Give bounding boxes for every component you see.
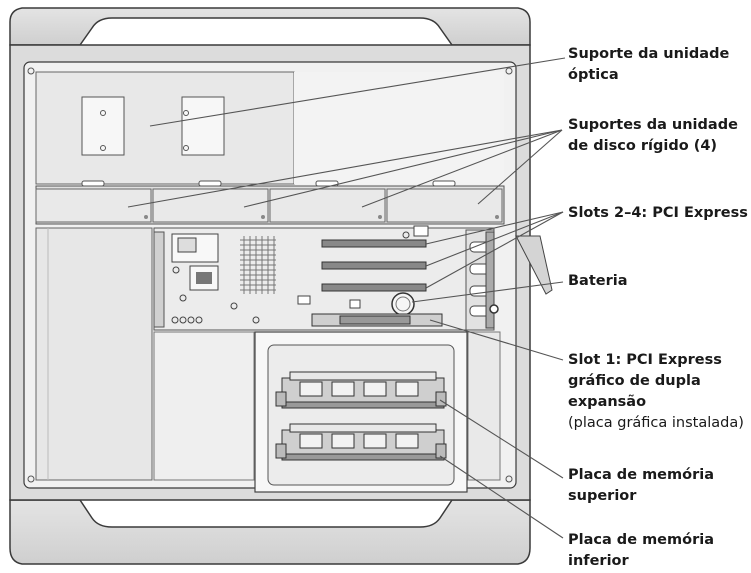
leader-pci-2 — [425, 211, 564, 267]
callout-hd-bays-line2: de disco rígido (4) — [568, 138, 718, 154]
power-supply — [35, 227, 153, 481]
leader-hd-1 — [127, 129, 563, 208]
leader-pci-3 — [425, 211, 564, 289]
memory-cage — [254, 331, 468, 493]
leader-optical — [149, 57, 566, 127]
bottom-feet — [9, 499, 531, 565]
callout-optical-bay: Suporte da unidade óptica — [568, 44, 729, 86]
hard-drive-bays — [35, 180, 505, 225]
leader-slot1 — [429, 319, 564, 361]
leader-upper-mem — [439, 399, 564, 479]
rear-panel — [467, 331, 501, 481]
callout-lower-mem-line2: inferior — [568, 553, 629, 569]
leader-lower-mem — [439, 455, 564, 539]
leader-battery — [411, 281, 564, 303]
pci-brackets — [465, 229, 499, 331]
lower-left-panel — [153, 331, 255, 481]
callout-slot1-note: (placa gráfica instalada) — [568, 415, 744, 431]
callout-hd-bays-line1: Suportes da unidade — [568, 117, 738, 133]
callout-hd-bays: Suportes da unidade de disco rígido (4) — [568, 115, 738, 157]
callout-slot1: Slot 1: PCI Express gráfico de dupla exp… — [568, 350, 744, 434]
leader-pci-1 — [425, 211, 564, 245]
callout-pci-slots-line1: Slots 2–4: PCI Express — [568, 205, 748, 221]
callout-slot1-line3: expansão — [568, 394, 647, 410]
callout-pci-slots: Slots 2–4: PCI Express — [568, 203, 748, 224]
leader-hd-3 — [361, 129, 563, 208]
leader-hd-2 — [243, 129, 563, 208]
callout-battery: Bateria — [568, 271, 628, 292]
callout-slot1-line1: Slot 1: PCI Express — [568, 352, 722, 368]
callout-lower-mem: Placa de memória inferior — [568, 530, 714, 572]
callout-upper-mem-line1: Placa de memória — [568, 467, 714, 483]
lower-memory-card — [275, 423, 447, 461]
leader-hd-4 — [477, 129, 563, 205]
top-handles — [9, 7, 531, 46]
pci-lever — [515, 235, 553, 295]
callout-optical-bay-line2: óptica — [568, 67, 619, 83]
callout-lower-mem-line1: Placa de memória — [568, 532, 714, 548]
optical-drive-bay — [35, 71, 504, 185]
callout-upper-mem: Placa de memória superior — [568, 465, 714, 507]
callout-battery-line1: Bateria — [568, 273, 628, 289]
upper-memory-card — [275, 371, 447, 409]
callout-slot1-line2: gráfico de dupla — [568, 373, 701, 389]
callout-optical-bay-line1: Suporte da unidade — [568, 46, 730, 62]
leader-lines — [127, 57, 566, 539]
callout-upper-mem-line2: superior — [568, 488, 637, 504]
